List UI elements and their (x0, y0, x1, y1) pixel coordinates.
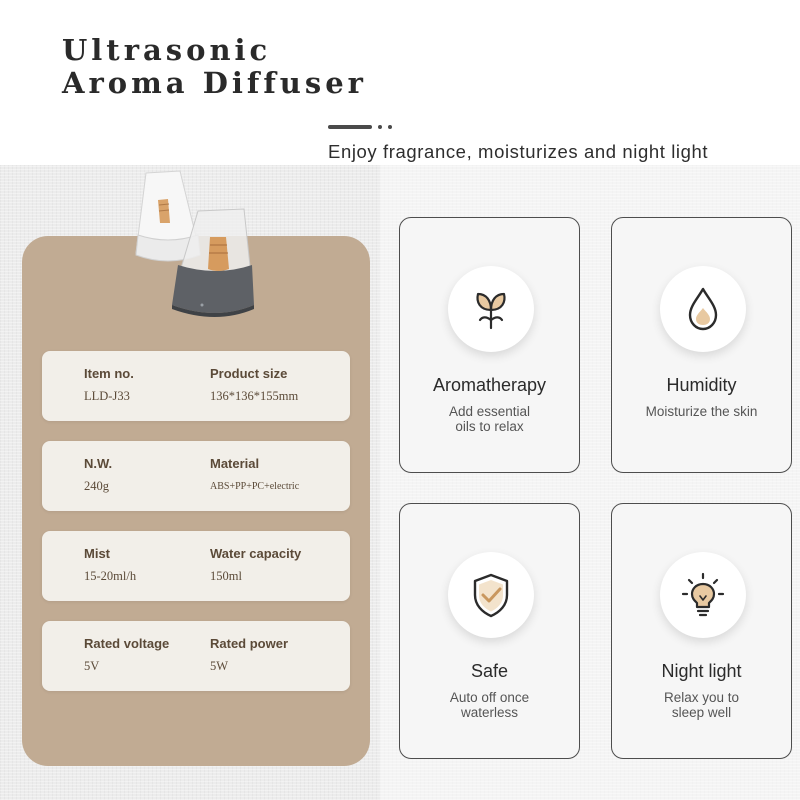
shield-check-icon (473, 573, 509, 618)
icon-badge (448, 266, 534, 352)
spec-value: 5V (84, 659, 100, 673)
flower-icon (476, 292, 506, 330)
spec-card: N.W. 240g Material ABS+PP+PC+electric (42, 441, 350, 511)
spec-label: Mist (84, 546, 110, 561)
spec-value: 240g (84, 479, 109, 493)
header: Ultrasonic Aroma Diffuser Enjoy fragranc… (0, 0, 800, 165)
water-drop-icon (688, 287, 718, 331)
feature-card-safe: Safe Auto off once waterless (399, 503, 580, 759)
spec-value: LLD-J33 (84, 389, 130, 403)
spec-label: Rated voltage (84, 636, 170, 651)
feature-card-humidity: Humidity Moisturize the skin (611, 217, 792, 473)
title-line-2: Aroma Diffuser (62, 66, 367, 100)
icon-badge (660, 552, 746, 638)
decorative-dot (388, 125, 392, 129)
feature-description: Auto off once waterless (449, 690, 530, 720)
title-line-1: Ultrasonic (62, 33, 272, 67)
feature-description: Moisturize the skin (645, 404, 758, 419)
lightbulb-icon (681, 572, 725, 617)
spec-label: Product size (210, 366, 288, 381)
subtitle: Enjoy fragrance, moisturizes and night l… (328, 141, 709, 162)
spec-label: N.W. (84, 456, 113, 471)
spec-card: Rated voltage 5V Rated power 5W (42, 621, 350, 691)
feature-title: Safe (470, 661, 509, 681)
spec-value: ABS+PP+PC+electric (210, 481, 300, 492)
feature-description: Add essential oils to relax (448, 404, 531, 434)
feature-title: Humidity (666, 375, 737, 395)
decorative-dot (378, 125, 382, 129)
spec-value: 136*136*155mm (210, 389, 299, 403)
feature-title: Night light (661, 661, 742, 681)
spec-label: Material (210, 456, 260, 471)
decorative-divider (328, 125, 372, 129)
spec-label: Rated power (210, 636, 289, 651)
spec-label: Water capacity (210, 546, 302, 561)
spec-card: Item no. LLD-J33 Product size 136*136*15… (42, 351, 350, 421)
icon-badge (660, 266, 746, 352)
page-title: Ultrasonic Aroma Diffuser (62, 34, 367, 100)
spec-value: 150ml (210, 569, 242, 583)
spec-value: 15-20ml/h (84, 569, 137, 583)
icon-badge (448, 552, 534, 638)
spec-card: Mist 15-20ml/h Water capacity 150ml (42, 531, 350, 601)
feature-title: Aromatherapy (432, 375, 547, 395)
diffuser-product-image (135, 170, 254, 317)
spec-label: Item no. (84, 366, 134, 381)
feature-card-aromatherapy: Aromatherapy Add essential oils to relax (399, 217, 580, 473)
feature-card-night-light: Night light Relax you to sleep well (611, 503, 792, 759)
spec-value: 5W (210, 659, 229, 673)
feature-description: Relax you to sleep well (663, 690, 740, 720)
